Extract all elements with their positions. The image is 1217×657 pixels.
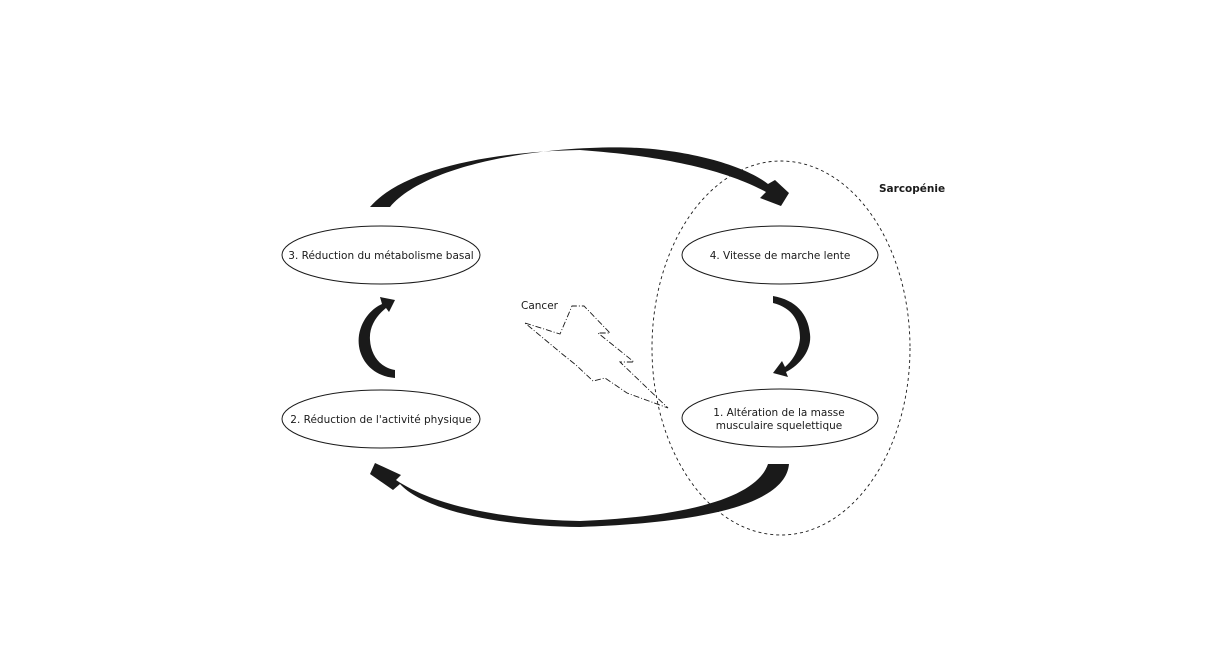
cancer-lightning-icon [524,305,669,409]
sarcopenia-group-boundary [651,160,911,536]
cancer-label: Cancer [521,300,559,312]
arrow-metabolism-to-walking [370,147,789,207]
node-physical-activity: 2. Réduction de l'activité physique [281,389,481,449]
node-muscle-mass: 1. Altération de la masse musculaire squ… [681,388,879,448]
node-physical-activity-label: 2. Réduction de l'activité physique [290,414,471,426]
sarcopenia-group-label: Sarcopénie [879,183,945,195]
node-muscle-mass-label-line2: musculaire squelettique [716,420,843,432]
node-metabolism-label: 3. Réduction du métabolisme basal [288,250,473,262]
node-metabolism: 3. Réduction du métabolisme basal [281,225,481,285]
node-walking-speed: 4. Vitesse de marche lente [681,225,879,285]
node-muscle-mass-label-line1: 1. Altération de la masse [713,407,844,419]
arrow-activity-to-metabolism [358,297,395,378]
arrow-walking-to-muscle [773,296,811,377]
node-walking-speed-label: 4. Vitesse de marche lente [710,250,851,262]
arrow-muscle-to-activity [370,463,789,527]
